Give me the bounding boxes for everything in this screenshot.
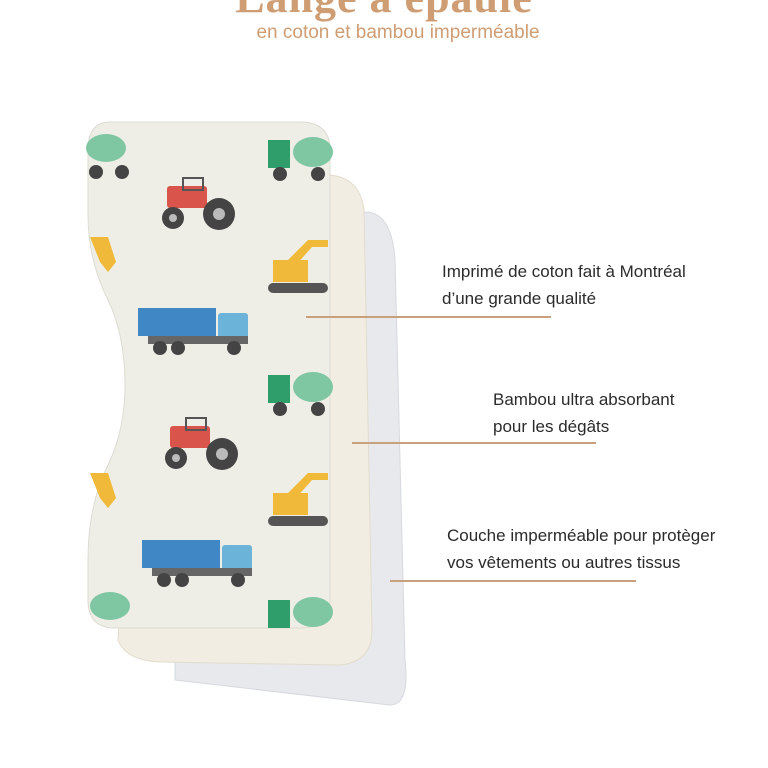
excavator-icon bbox=[268, 473, 328, 526]
page-subtitle: en coton et bambou imperméable bbox=[256, 22, 540, 43]
tractor-icon bbox=[162, 177, 235, 230]
callout-bamboo-line1: Bambou ultra absorbant bbox=[493, 390, 675, 409]
cement-mixer-icon bbox=[268, 597, 333, 628]
tractor-icon bbox=[165, 417, 238, 470]
dump-truck-icon bbox=[138, 308, 248, 355]
leader-line-bamboo bbox=[352, 442, 596, 444]
callout-cotton-line2: d’une grande qualité bbox=[442, 289, 597, 308]
cement-mixer-icon bbox=[90, 592, 130, 620]
dump-truck-icon bbox=[142, 540, 252, 587]
callout-bamboo-line2: pour les dégâts bbox=[493, 417, 610, 436]
cement-mixer-icon bbox=[268, 372, 333, 416]
excavator-icon bbox=[90, 237, 116, 272]
callout-bamboo: Bambou ultra absorbant pour les dégâts bbox=[493, 386, 753, 440]
leader-line-waterproof bbox=[390, 580, 636, 582]
cement-mixer-icon bbox=[86, 134, 129, 179]
excavator-icon bbox=[268, 240, 328, 293]
callout-cotton: Imprimé de coton fait à Montréal d’une g… bbox=[442, 258, 742, 312]
excavator-icon bbox=[90, 473, 116, 508]
leader-line-cotton bbox=[306, 316, 551, 318]
callout-cotton-line1: Imprimé de coton fait à Montréal bbox=[442, 262, 686, 281]
callout-waterproof-line2: vos vêtements ou autres tissus bbox=[447, 553, 681, 572]
callout-waterproof: Couche imperméable pour protèger vos vêt… bbox=[447, 522, 762, 576]
cement-mixer-icon bbox=[268, 137, 333, 181]
callout-waterproof-line1: Couche imperméable pour protèger bbox=[447, 526, 716, 545]
page-title: Lange à épaule bbox=[0, 0, 768, 23]
